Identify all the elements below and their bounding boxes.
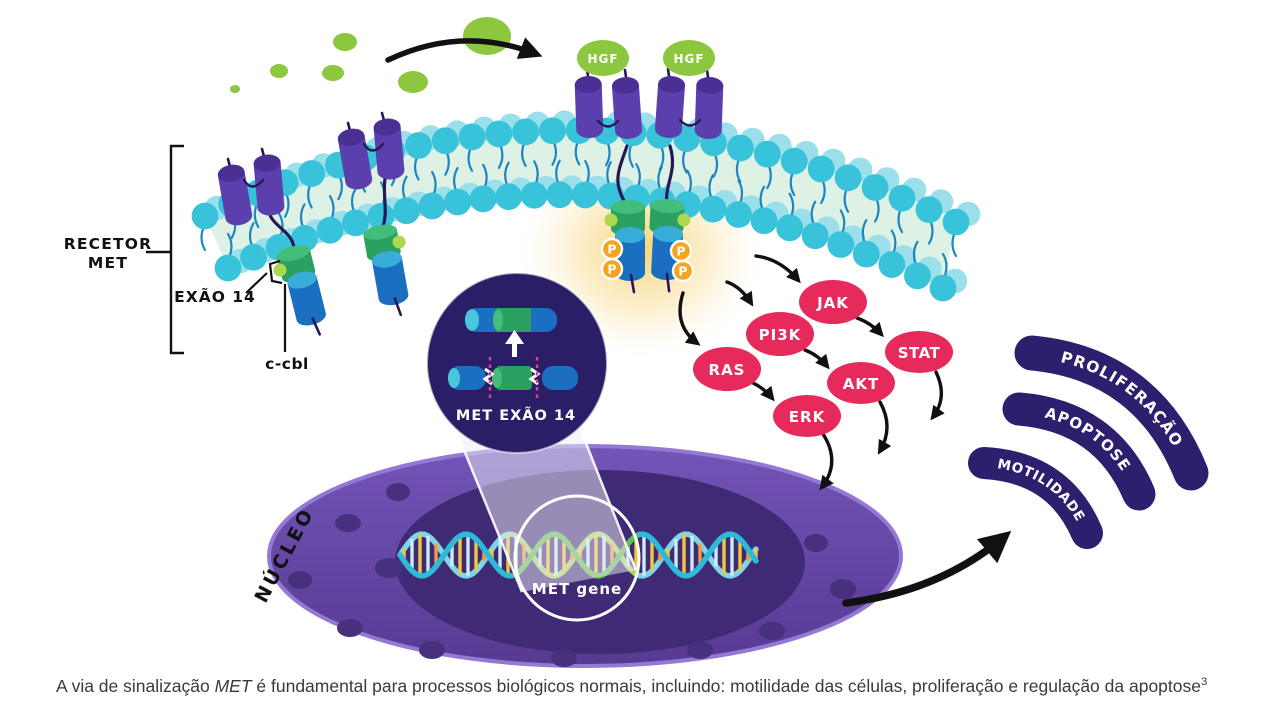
hgf-binding-arrow	[385, 37, 543, 63]
hgf-label: HGF	[587, 52, 618, 66]
stat-label: STAT	[898, 344, 941, 362]
hgf-blob	[270, 64, 288, 78]
phospho-label: P	[678, 264, 687, 279]
hgf-blob	[463, 17, 511, 55]
caption: A via de sinalização MET é fundamental p…	[56, 676, 1256, 697]
magnifier-funnel	[455, 428, 636, 592]
caption-text: é fundamental para processos biológicos …	[251, 676, 1201, 696]
stat-node	[885, 331, 953, 373]
pi3k-node	[746, 312, 814, 356]
nuclear-pores	[288, 483, 856, 667]
cascade-nodes: JAK PI3K RAS STAT AKT ERK	[693, 280, 953, 437]
exon14-inset: MET EXÃO 14	[426, 272, 608, 454]
caption-reference: 3	[1201, 676, 1208, 689]
receptor-bracket	[146, 144, 184, 355]
ras-node	[693, 347, 761, 391]
exon14-label: EXÃO 14	[174, 287, 256, 306]
phospho-icon	[671, 259, 695, 283]
exon14-spliced-gene	[448, 357, 578, 399]
met-gene-circle	[513, 494, 641, 622]
hgf-ligands: HGF HGF	[230, 17, 715, 93]
pi3k-label: PI3K	[759, 326, 802, 344]
erk-node	[773, 395, 841, 437]
hgf-label: HGF	[673, 52, 704, 66]
apoptosis-banner	[1002, 392, 1156, 511]
proliferation-banner	[1014, 335, 1209, 491]
caption-text: A via de sinalização	[56, 676, 215, 696]
phospho-label: P	[676, 244, 685, 259]
inset-circle	[426, 272, 608, 454]
c-cbl-label: c-cbl	[265, 355, 309, 373]
caption-gene-italic: MET	[214, 676, 252, 696]
hgf-blob	[230, 85, 240, 93]
exon14-skipped-transcript	[465, 308, 557, 332]
phospho-icon	[600, 257, 624, 281]
hgf-ligand	[663, 40, 715, 76]
hgf-blob	[398, 71, 428, 93]
hgf-blob	[322, 65, 344, 81]
funnel-edges	[453, 427, 638, 593]
ras-label: RAS	[709, 361, 746, 379]
splice-up-arrow-icon	[505, 330, 524, 357]
hgf-ligand	[577, 40, 629, 76]
hgf-blob	[333, 33, 357, 51]
akt-node	[827, 362, 895, 404]
outcome-arrow	[842, 530, 1012, 607]
phospho-label: P	[607, 262, 616, 277]
met-receptors	[217, 67, 724, 336]
annotations: RECETOR MET EXÃO 14 c-cbl	[64, 144, 309, 373]
receptor-label-line2: MET	[88, 254, 128, 272]
erk-label: ERK	[789, 408, 826, 426]
inset-title: MET EXÃO 14	[456, 407, 576, 424]
jak-label: JAK	[816, 294, 849, 312]
phospho-label: P	[607, 242, 616, 257]
met-pathway-illustration: P P P P HGF HGF MET gene	[64, 17, 1209, 668]
motility-banner	[968, 447, 1103, 549]
jak-node	[799, 280, 867, 324]
akt-label: AKT	[843, 375, 879, 393]
receptor-label-line1: RECETOR	[64, 235, 153, 253]
phosphorylation-badges: P P P P	[600, 237, 695, 283]
nucleus: MET gene NÚCLEO	[249, 427, 903, 668]
exon14-pointer	[245, 259, 283, 294]
signaling-cascade: JAK PI3K RAS STAT AKT ERK	[678, 254, 953, 491]
met-gene-label: MET gene	[532, 580, 622, 598]
